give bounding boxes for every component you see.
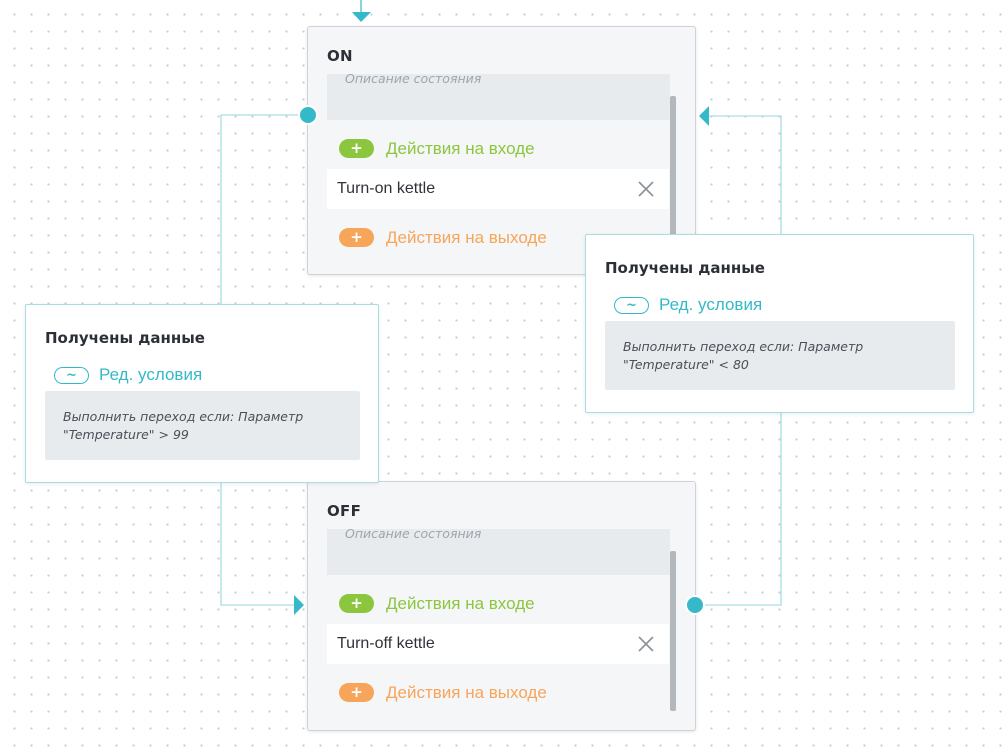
- state-description-field[interactable]: Описание состояния: [327, 529, 670, 575]
- entry-action-item[interactable]: Turn-on kettle: [327, 169, 669, 209]
- exit-actions-row[interactable]: + Действия на выходе: [327, 680, 670, 705]
- link-off-to-card: [695, 411, 782, 606]
- link-card-to-on: [709, 115, 782, 234]
- entry-actions-label: Действия на входе: [386, 138, 535, 158]
- scrollbar[interactable]: [670, 551, 676, 711]
- entry-action-label: Turn-on kettle: [337, 180, 436, 197]
- transition-card-on-off[interactable]: Получены данные ~ Ред. условия Выполнить…: [25, 304, 379, 483]
- close-icon[interactable]: [637, 180, 655, 198]
- state-title: OFF: [327, 502, 362, 520]
- incoming-arrow: [352, 12, 371, 22]
- entry-actions-row[interactable]: + Действия на входе: [327, 136, 670, 161]
- arrow-into-on: [699, 106, 709, 126]
- tilde-icon: ~: [614, 296, 649, 314]
- state-card-off[interactable]: OFF Описание состояния + Действия на вхо…: [307, 481, 696, 731]
- edit-conditions-label: Ред. условия: [659, 295, 763, 314]
- add-entry-action-icon[interactable]: +: [339, 594, 374, 613]
- edit-conditions-button[interactable]: ~ Ред. условия: [614, 295, 762, 315]
- add-exit-action-icon[interactable]: +: [339, 228, 374, 247]
- scrollbar[interactable]: [670, 96, 676, 256]
- link-card-to-off: [220, 482, 296, 606]
- state-body: Описание состояния + Действия на входе T…: [327, 529, 670, 707]
- arrow-into-off: [294, 595, 304, 615]
- tilde-icon: ~: [54, 366, 89, 384]
- state-body: Описание состояния + Действия на входе T…: [327, 74, 670, 252]
- transition-title: Получены данные: [45, 329, 205, 347]
- add-exit-action-icon[interactable]: +: [339, 683, 374, 702]
- state-description-placeholder: Описание состояния: [345, 74, 482, 86]
- link-on-to-card: [220, 114, 308, 304]
- state-title: ON: [327, 47, 353, 65]
- close-icon[interactable]: [637, 635, 655, 653]
- entry-action-label: Turn-off kettle: [337, 635, 435, 652]
- exit-actions-label: Действия на выходе: [386, 682, 547, 702]
- state-card-on[interactable]: ON Описание состояния + Действия на вход…: [307, 26, 696, 275]
- transition-card-off-on[interactable]: Получены данные ~ Ред. условия Выполнить…: [585, 234, 974, 413]
- transition-title: Получены данные: [605, 259, 765, 277]
- state-description-field[interactable]: Описание состояния: [327, 74, 670, 120]
- add-entry-action-icon[interactable]: +: [339, 139, 374, 158]
- edit-conditions-button[interactable]: ~ Ред. условия: [54, 365, 202, 385]
- entry-actions-row[interactable]: + Действия на входе: [327, 591, 670, 616]
- entry-actions-label: Действия на входе: [386, 593, 535, 613]
- exit-actions-row[interactable]: + Действия на выходе: [327, 225, 670, 250]
- edit-conditions-label: Ред. условия: [99, 365, 203, 384]
- condition-text: Выполнить переход если: Параметр "Temper…: [605, 321, 955, 390]
- exit-actions-label: Действия на выходе: [386, 227, 547, 247]
- condition-text: Выполнить переход если: Параметр "Temper…: [45, 391, 360, 460]
- entry-action-item[interactable]: Turn-off kettle: [327, 624, 669, 664]
- state-description-placeholder: Описание состояния: [345, 529, 482, 541]
